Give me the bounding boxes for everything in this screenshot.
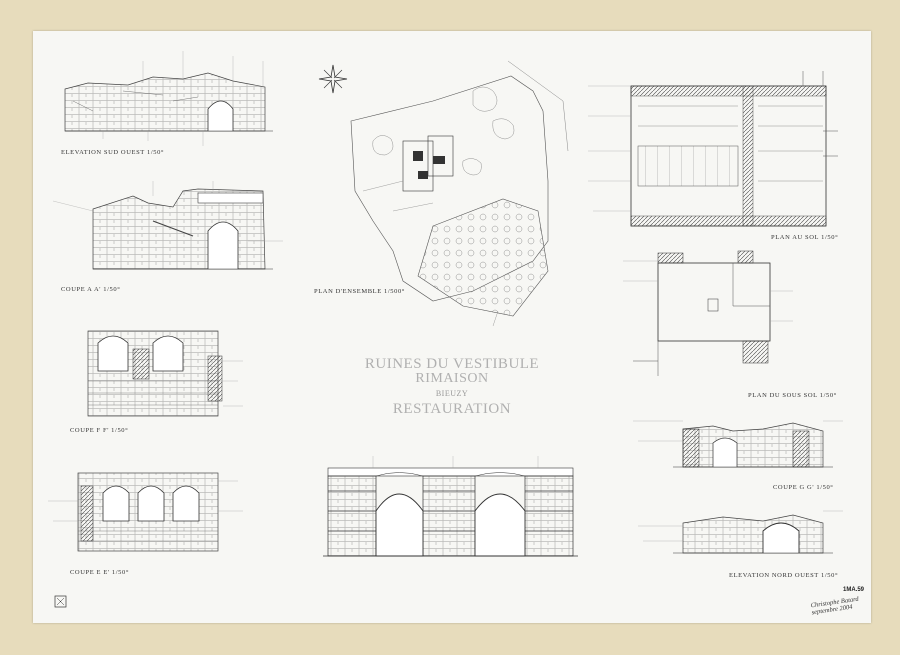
label-elevation-nord-ouest: ELEVATION NORD OUEST 1/50° [729, 572, 839, 579]
elevation-sud-ouest-drawing [64, 51, 273, 146]
coupe-gg-drawing [633, 420, 843, 468]
label-plan-au-sol: PLAN AU SOL 1/50° [771, 234, 839, 241]
label-plan-ensemble: PLAN D'ENSEMBLE 1/500° [314, 288, 405, 295]
label-coupe-ee: COUPE E E' 1/50° [70, 569, 130, 576]
sheet-location: BIEUZY [435, 389, 469, 398]
drawings-canvas [48, 51, 843, 608]
stamp-box-icon [54, 595, 67, 608]
coupe-aa-drawing [52, 181, 283, 270]
plan-ensemble-drawing [350, 60, 569, 327]
restauration-elevation-drawing [323, 456, 578, 557]
sheet-title-line2: RIMAISON [415, 371, 489, 386]
plan-sous-sol-drawing [623, 250, 793, 376]
coupe-ee-drawing [48, 472, 243, 552]
coupe-ff-drawing [87, 330, 243, 417]
drawing-sheet: ELEVATION SUD OUEST 1/50° COUPE A A' 1/5… [33, 31, 871, 623]
elevation-nord-ouest-drawing [638, 510, 843, 554]
sheet-subtitle: RESTAURATION [392, 401, 512, 417]
sheet-title-line1: RUINES DU VESTIBULE [364, 356, 540, 372]
label-coupe-aa: COUPE A A' 1/50° [61, 286, 121, 293]
label-coupe-gg: COUPE G G' 1/50° [773, 484, 834, 491]
north-arrow-icon [318, 64, 348, 94]
label-coupe-ff: COUPE F F' 1/50° [70, 427, 129, 434]
label-elevation-sud-ouest: ELEVATION SUD OUEST 1/50° [61, 149, 165, 156]
label-plan-sous-sol: PLAN DU SOUS SOL 1/50° [748, 392, 837, 399]
plan-au-sol-drawing [588, 71, 838, 227]
archive-stamp: 1MA.59 [843, 587, 865, 593]
